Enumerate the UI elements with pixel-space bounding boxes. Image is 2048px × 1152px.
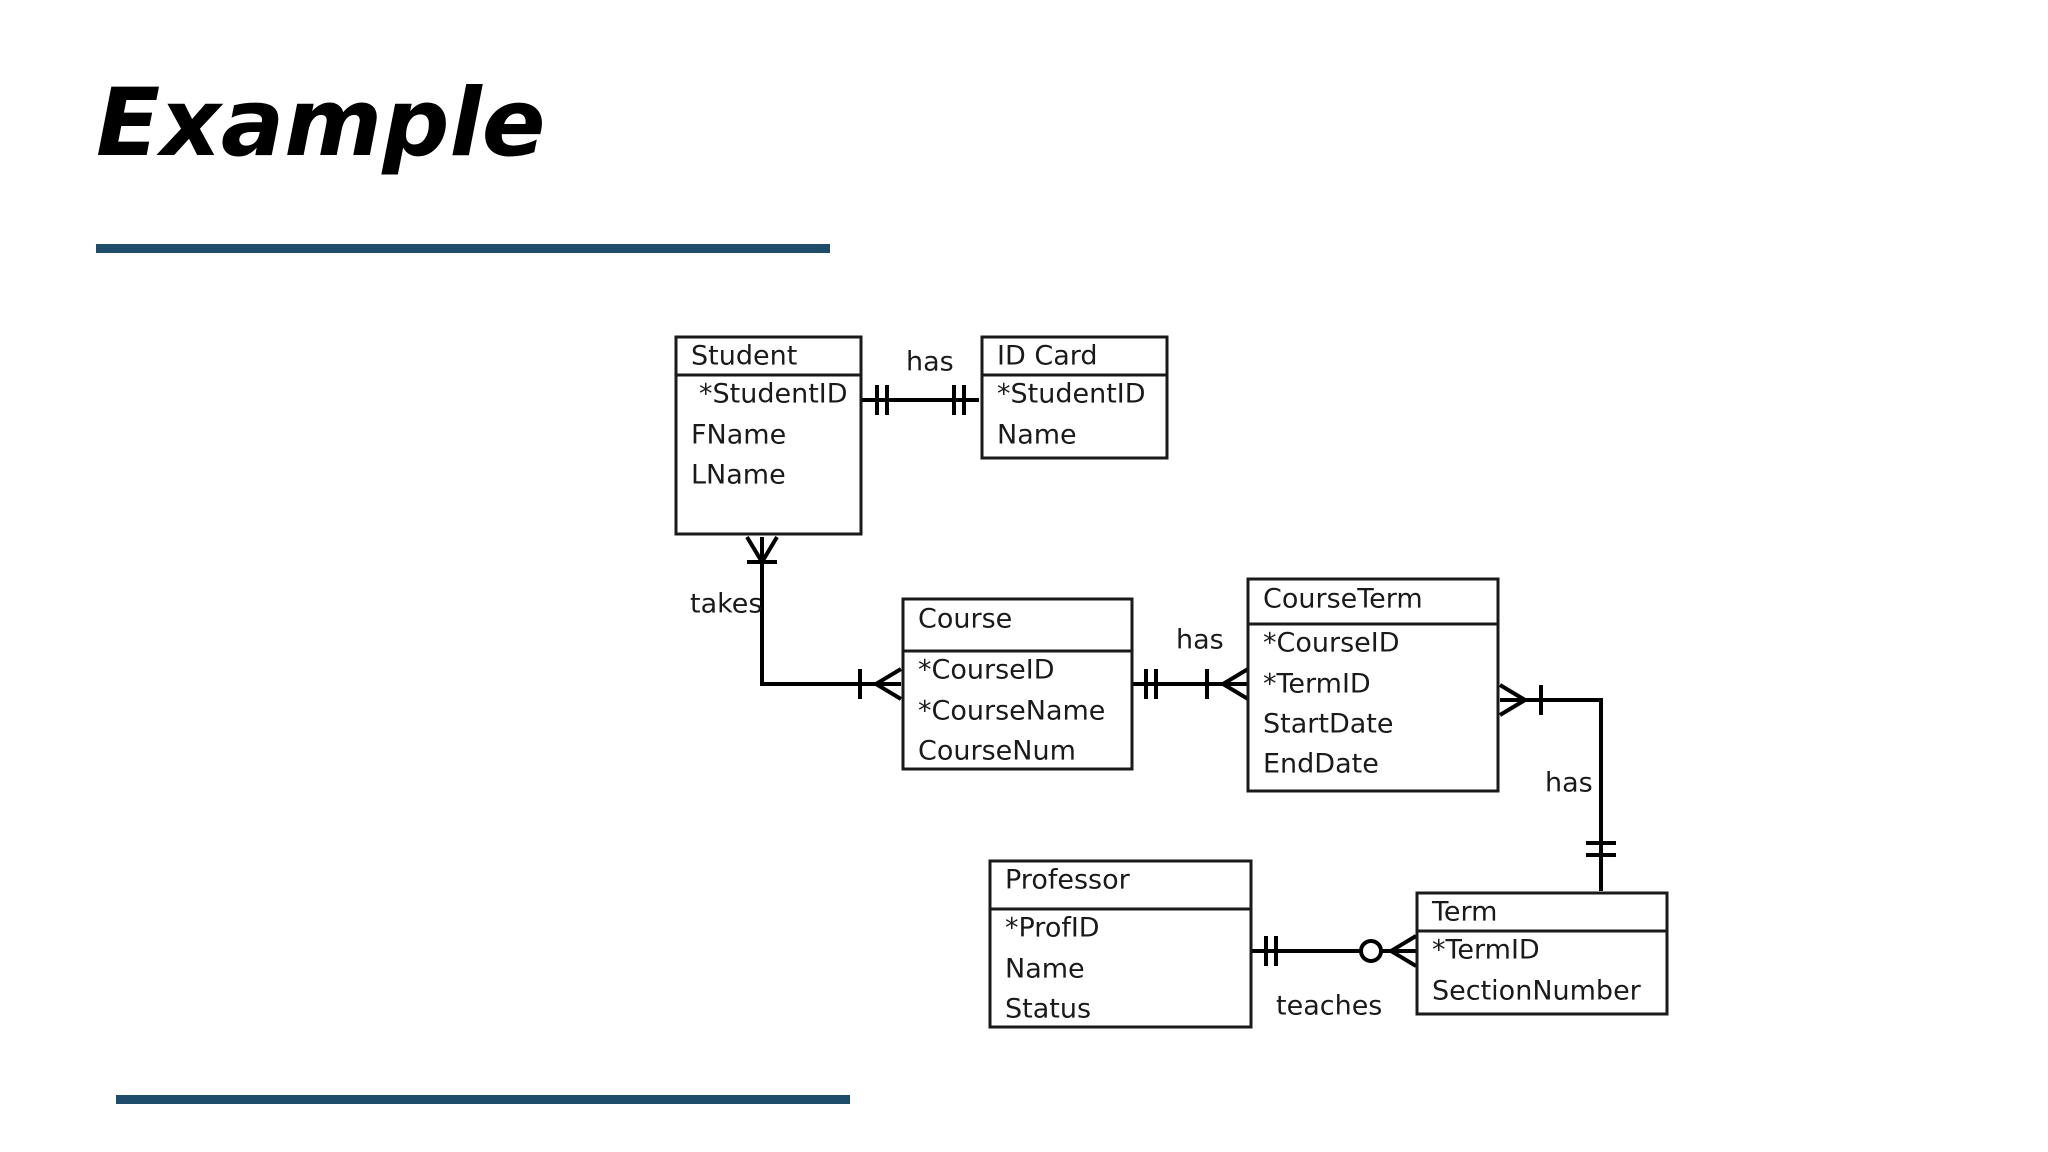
entity-attribute: *TermID [1263,669,1371,700]
rel-professor-term: teaches [1251,934,1418,1022]
rel-label-has-idcard: has [906,347,954,378]
entity-course: Course *CourseID *CourseName CourseNum [901,597,1134,771]
slide-title: Example [96,69,546,178]
rel-student-course: takes [690,535,903,701]
rel-student-idcard: has [861,347,979,415]
entity-attribute: *ProfID [1005,913,1100,944]
entity-term: Term *TermID SectionNumber [1415,891,1669,1016]
entity-professor: Professor *ProfID Name Status [988,859,1253,1029]
entity-attribute: SectionNumber [1432,976,1642,1007]
entity-attribute: EndDate [1263,749,1379,780]
entity-attribute: FName [691,420,786,451]
rel-courseterm-term: has [1498,683,1616,891]
rel-course-courseterm: has [1133,625,1250,701]
entity-attribute: Name [997,420,1077,451]
rel-label-takes: takes [690,589,762,620]
rel-label-teaches: teaches [1276,991,1382,1022]
entity-attribute: *StudentID [699,379,848,410]
entity-name: Student [691,341,797,372]
rel-label-has-term: has [1545,768,1593,799]
entity-attribute: *StudentID [997,379,1146,410]
entity-name: Term [1431,897,1497,928]
entity-student: Student *StudentID FName LName [674,335,863,536]
rel-label-has-courseterm: has [1176,625,1224,656]
entity-attribute: StartDate [1263,709,1394,740]
entity-attribute: *CourseID [1263,628,1400,659]
entity-name: Professor [1005,865,1131,896]
title-underline [96,244,830,253]
entity-attribute: *TermID [1432,935,1540,966]
entity-attribute: CourseNum [918,736,1076,767]
entity-attribute: Name [1005,954,1085,985]
entity-name: CourseTerm [1263,584,1423,615]
entity-attribute: Status [1005,994,1091,1025]
entity-attribute: LName [691,460,786,491]
entity-id-card: ID Card *StudentID Name [980,335,1169,460]
entity-name: ID Card [997,341,1098,372]
entity-attribute: *CourseID [918,655,1055,686]
entity-courseterm: CourseTerm *CourseID *TermID StartDate E… [1246,577,1500,793]
entity-attribute: *CourseName [918,696,1105,727]
footer-rule [116,1095,850,1104]
entity-name: Course [918,604,1012,635]
